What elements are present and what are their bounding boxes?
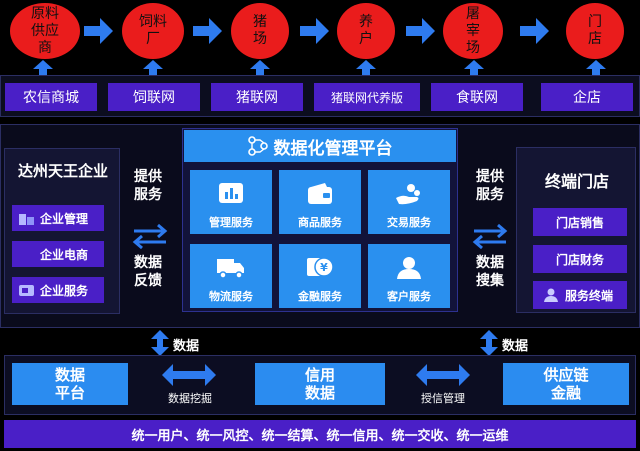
up-arrow-6 (586, 60, 606, 78)
chain-node-raw-material-supplier: 原料 供应 商 (10, 3, 80, 59)
chain-arrow-3 (300, 18, 329, 44)
up-arrow-5 (464, 60, 484, 78)
double-arrow-left (162, 364, 216, 386)
chain-arrow-2 (193, 18, 222, 44)
left-flow-top-label: 提供 服务 (134, 169, 162, 203)
enterprise-item-service: 企业服务 (12, 277, 104, 303)
central-platform-header: 数据化管理平台 (184, 130, 456, 162)
link-label-data-mining: 数据挖掘 (168, 392, 212, 405)
left-flow-bottom-label: 数据 反馈 (134, 255, 162, 289)
service-label: 管理服务 (209, 216, 253, 229)
service-trade: 交易服务 (368, 170, 450, 234)
platform-food-net: 食联网 (431, 83, 523, 111)
card-icon (19, 285, 34, 296)
up-arrow-1 (33, 60, 53, 78)
data-updown-arrow-right (480, 330, 498, 356)
right-flow-top-label: 提供 服务 (476, 169, 504, 203)
chain-arrow-4 (406, 18, 435, 44)
platform-pig-net-contract: 猪联网代养版 (314, 83, 420, 111)
enterprise-item-label: 企业管理 (40, 211, 89, 226)
user-icon (397, 257, 421, 279)
enterprise-item-ecommerce: 企业电商 (12, 241, 104, 267)
service-logistics: 物流服务 (190, 244, 272, 308)
service-label: 物流服务 (209, 290, 253, 303)
credit-data-block: 信用 数据 (255, 363, 385, 405)
hand-coin-icon (396, 184, 420, 205)
enterprise-item-label: 企业电商 (39, 247, 88, 262)
data-updown-arrow-left (151, 330, 169, 356)
chain-node-pig-farm: 猪 场 (231, 3, 289, 59)
up-arrow-2 (143, 60, 163, 78)
terminal-item-sales: 门店销售 (533, 208, 627, 236)
truck-icon (217, 259, 244, 279)
person-icon (544, 288, 558, 302)
link-label-credit-management: 授信管理 (421, 392, 465, 405)
data-platform-block: 数据 平台 (12, 363, 128, 405)
chain-node-farmer: 养 户 (337, 3, 395, 59)
service-customer: 客户服务 (368, 244, 450, 308)
up-arrow-4 (356, 60, 376, 78)
up-arrow-3 (250, 60, 270, 78)
terminal-item-label: 门店财务 (555, 252, 604, 267)
service-management: 管理服务 (190, 170, 272, 234)
service-goods: 商品服务 (279, 170, 361, 234)
chain-arrow-1 (84, 18, 113, 44)
terminal-title: 终端门店 (544, 172, 609, 191)
platform-nongxin-mall: 农信商城 (5, 83, 97, 111)
enterprise-title: 达州天王企业 (17, 162, 108, 180)
yen-coin-icon: ¥ (307, 257, 334, 277)
network-icon (247, 136, 268, 156)
terminal-item-label: 服务终端 (565, 288, 614, 303)
chain-node-feed-mill: 饲料 厂 (122, 3, 184, 59)
footer-unified-bar: 统一用户、统一风控、统一结算、统一信用、统一交收、统一运维 (4, 420, 636, 448)
terminal-item-service: 服务终端 (533, 281, 627, 309)
chain-node-store: 门 店 (566, 3, 624, 59)
data-link-label-right: 数据 (502, 339, 529, 354)
platform-pig-net: 猪联网 (211, 83, 303, 111)
exchange-arrows-icon (472, 223, 508, 250)
supply-chain-finance-block: 供应链 金融 (503, 363, 629, 405)
enterprise-item-management: 企业管理 (12, 205, 104, 231)
platform-feed-net: 饲联网 (108, 83, 200, 111)
service-finance: ¥ 金融服务 (279, 244, 361, 308)
service-label: 金融服务 (298, 290, 342, 303)
chain-node-slaughterhouse: 屠 宰 场 (443, 3, 503, 59)
service-label: 商品服务 (298, 216, 342, 229)
terminal-item-label: 门店销售 (555, 215, 604, 230)
terminal-item-finance: 门店财务 (533, 245, 627, 273)
chain-arrow-5 (520, 18, 549, 44)
central-platform-title: 数据化管理平台 (273, 138, 393, 159)
building-icon (19, 214, 34, 225)
right-flow-bottom-label: 数据 搜集 (476, 255, 504, 289)
service-label: 交易服务 (387, 216, 431, 229)
data-link-label-left: 数据 (173, 339, 200, 354)
svg-text:¥: ¥ (320, 261, 328, 274)
chart-board-icon (219, 183, 243, 203)
double-arrow-right (416, 364, 470, 386)
exchange-arrows-icon (132, 223, 168, 250)
platform-store-net: 企店 (541, 83, 633, 111)
wallet-icon (308, 183, 332, 204)
enterprise-item-label: 企业服务 (40, 283, 89, 298)
service-label: 客户服务 (387, 290, 431, 303)
